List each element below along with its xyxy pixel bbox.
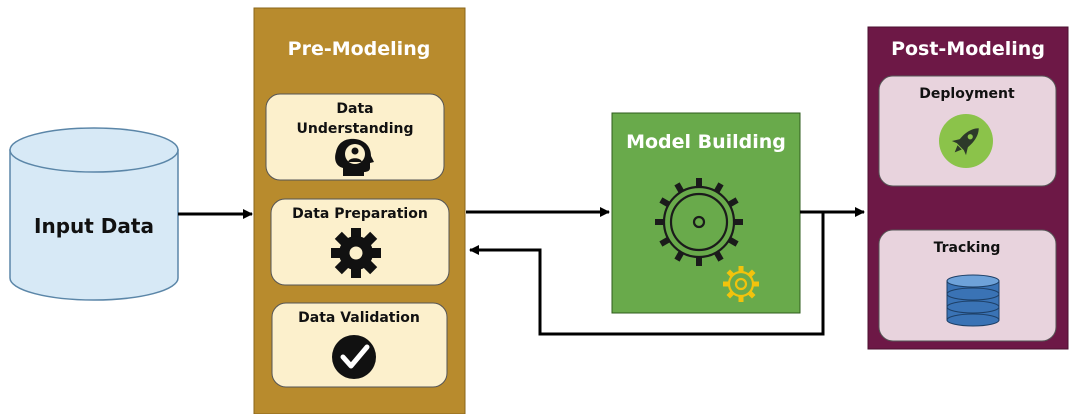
data-understanding-card: Data Understanding	[265, 93, 445, 181]
model-building-title: Model Building	[626, 131, 786, 153]
data-understanding-label-line1: Data	[336, 101, 373, 117]
gear-icon	[331, 228, 381, 278]
head-with-person-icon	[335, 138, 374, 176]
post-modeling-title: Post-Modeling	[891, 38, 1045, 60]
model-building-box: Model Building	[611, 112, 801, 314]
database-icon	[946, 274, 1000, 327]
data-validation-label: Data Validation	[298, 310, 420, 326]
tracking-card: Tracking	[878, 229, 1057, 342]
input-data-cylinder: Input Data	[9, 127, 179, 301]
input-data-label: Input Data	[34, 214, 154, 238]
tracking-label: Tracking	[934, 240, 1001, 256]
data-preparation-card: Data Preparation	[270, 198, 450, 286]
pre-modeling-panel: Pre-Modeling Data Understanding Data Pre…	[253, 7, 466, 414]
rocket-icon	[939, 114, 993, 168]
post-modeling-panel: Post-Modeling Deployment Tracking	[867, 26, 1069, 350]
data-preparation-label: Data Preparation	[292, 206, 428, 222]
pre-modeling-title: Pre-Modeling	[288, 38, 431, 60]
deployment-card: Deployment	[878, 75, 1057, 187]
data-validation-card: Data Validation	[271, 302, 448, 388]
data-understanding-label-line2: Understanding	[296, 121, 413, 137]
checkmark-circle-icon	[332, 335, 376, 379]
deployment-label: Deployment	[919, 86, 1015, 102]
arrow-feedback-to-premodeling	[469, 212, 825, 336]
gears-icon	[655, 178, 759, 302]
